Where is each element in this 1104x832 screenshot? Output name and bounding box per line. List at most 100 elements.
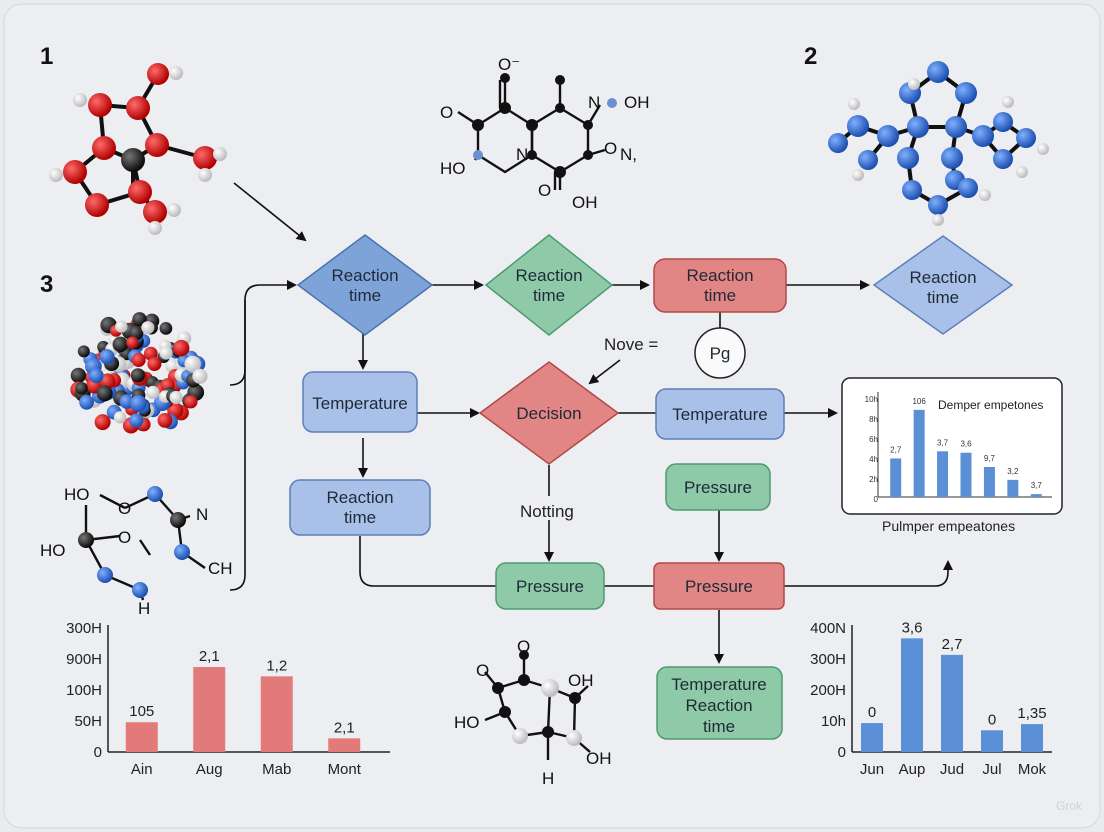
bar-data-label: 3,6	[902, 619, 923, 636]
bar-data-label: 2,7	[942, 636, 963, 653]
cluster-atom	[192, 368, 208, 384]
chem-bot-o-left: O	[476, 661, 489, 680]
structure-top-center: O⁻ O N OH HO N O N, O OH	[440, 55, 650, 212]
svg-text:Reaction: Reaction	[909, 268, 976, 287]
chem-left-n: N	[196, 505, 208, 524]
cluster-atom	[77, 345, 90, 358]
bar	[1007, 479, 1019, 497]
bar	[901, 638, 923, 752]
cluster-atom	[70, 367, 87, 384]
svg-text:Decision: Decision	[516, 404, 581, 423]
y-tick-label: 300H	[810, 651, 846, 668]
cluster-atom	[169, 390, 183, 405]
y-tick-label: 400N	[810, 620, 846, 637]
y-tick-label: 10h	[821, 713, 846, 730]
svg-text:Reaction: Reaction	[326, 488, 393, 507]
cluster-atom	[141, 321, 155, 335]
bar-data-label: 3,6	[960, 440, 972, 449]
bar-data-label: 2,7	[890, 445, 902, 454]
y-tick-label: 0	[94, 744, 102, 761]
bar	[941, 654, 963, 752]
svg-text:time: time	[344, 508, 376, 527]
chem-top-o-n: O	[604, 139, 617, 158]
chem-left-ho2: HO	[40, 541, 66, 560]
bar-data-label: 106	[912, 397, 926, 406]
cluster-atom	[115, 320, 128, 333]
bar	[861, 723, 883, 752]
cluster-atom	[130, 368, 145, 383]
chem-top-o-bot: O	[538, 181, 551, 200]
bar-data-label: 9,7	[984, 454, 996, 463]
figure-label-3: 3	[40, 271, 53, 298]
bar	[328, 738, 361, 752]
cluster-atom	[112, 336, 129, 353]
cluster-atom	[146, 385, 160, 400]
x-tick-label: Ain	[131, 761, 153, 778]
bar	[1030, 494, 1042, 497]
bar-data-label: 3,7	[1031, 481, 1043, 490]
y-tick-label: 2h	[869, 475, 878, 484]
bar	[260, 676, 293, 752]
chart-2-inset: Demper empetones Pulmper empeatones 0 2h 4…	[841, 377, 1063, 534]
cluster-atom	[99, 349, 115, 365]
bar-data-label: 2,1	[199, 648, 220, 665]
bar	[890, 458, 902, 497]
bar-data-label: 3,7	[937, 438, 949, 447]
node-final-box[interactable]: Temperature Reaction time	[656, 666, 783, 740]
y-tick-label: 8h	[869, 415, 878, 424]
node-temperature-2[interactable]: Temperature	[655, 388, 785, 440]
node-pressure-top[interactable]: Pressure	[665, 463, 771, 511]
node-d3-diamond[interactable]: Reaction time	[872, 235, 1014, 335]
chart-1: 050H100H900H300H105Ain2,1Aug1,2Mab2,1Mon…	[66, 620, 390, 778]
y-tick-label: 900H	[66, 651, 102, 668]
figure-label-2: 2	[804, 43, 817, 70]
node-temperature-1[interactable]: Temperature	[302, 371, 418, 433]
node-d1-diamond[interactable]: Reaction time	[296, 234, 434, 336]
node-pressure-green[interactable]: Pressure	[495, 562, 605, 610]
y-tick-label: 6h	[869, 435, 878, 444]
bar-data-label: 0	[868, 704, 876, 721]
cluster-atom	[79, 394, 94, 410]
x-tick-label: Jul	[982, 761, 1001, 778]
y-tick-label: 4h	[869, 455, 878, 464]
svg-text:Reaction: Reaction	[331, 266, 398, 285]
svg-text:time: time	[927, 288, 959, 307]
label-nove: Nove =	[604, 335, 658, 354]
chem-left-ho1: HO	[64, 485, 90, 504]
node-reaction-time-box[interactable]: Reaction time	[289, 479, 431, 536]
y-tick-label: 0	[874, 495, 879, 504]
y-tick-label: 50H	[74, 713, 102, 730]
structure-left: HO O O N HO CH H	[40, 485, 233, 618]
cluster-atom	[94, 414, 111, 431]
x-tick-label: Aug	[196, 761, 223, 778]
node-decision-diamond[interactable]: Decision	[478, 361, 620, 465]
node-pressure-red[interactable]: Pressure	[653, 562, 785, 610]
node-r1-box[interactable]: Reaction time	[653, 258, 787, 313]
node-d2-diamond[interactable]: Reaction time	[484, 234, 614, 336]
chart2-xlabel: Pulmper empeatones	[882, 518, 1015, 534]
svg-text:Pressure: Pressure	[684, 478, 752, 497]
cluster-atom	[132, 312, 147, 327]
chart2-title: Demper empetones	[938, 398, 1043, 412]
node-pg-circle[interactable]: Pg	[694, 327, 746, 379]
bar	[981, 730, 1003, 752]
y-tick-label: 100H	[66, 682, 102, 699]
svg-text:Temperature: Temperature	[312, 394, 407, 413]
bar-data-label: 3,2	[1007, 467, 1019, 476]
svg-text:Pressure: Pressure	[516, 577, 584, 596]
chem-top-oh-right: OH	[624, 93, 650, 112]
svg-text:Temperature: Temperature	[672, 405, 767, 424]
chem-left-ch: CH	[208, 559, 233, 578]
cluster-atom	[129, 413, 144, 428]
x-tick-label: Jud	[940, 761, 964, 778]
bar-data-label: 0	[988, 711, 996, 728]
bar-data-label: 105	[129, 703, 154, 720]
chem-bot-oh1: OH	[568, 671, 594, 690]
x-tick-label: Jun	[860, 761, 884, 778]
svg-text:time: time	[704, 286, 736, 305]
bar	[960, 452, 972, 497]
svg-text:Reaction: Reaction	[686, 266, 753, 285]
chem-top-o-left: O	[440, 103, 453, 122]
cluster-atom	[184, 395, 198, 409]
